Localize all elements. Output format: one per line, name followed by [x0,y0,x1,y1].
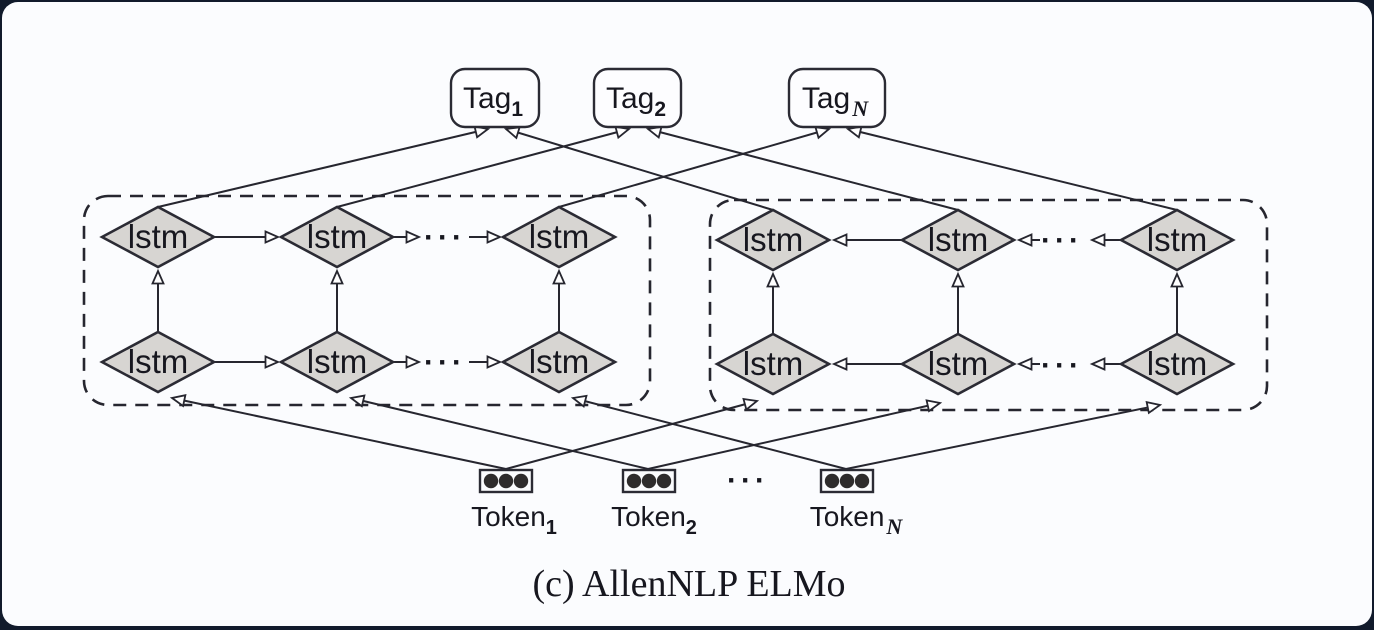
lstm-label: lstm [529,218,590,255]
lstm-label: lstm [529,343,590,380]
tag-node-2: Tag2 [592,67,683,129]
tag-1-label: Tag1 [463,82,523,121]
lstm-node: lstm [278,330,396,394]
lstm-node: lstm [99,330,217,394]
token-labels: Token1 Token2 TokenN [471,501,903,539]
token-embedding-1 [478,468,534,494]
embedding-dot [824,473,840,489]
lstm-node: lstm [1118,208,1236,272]
backward-lstm-nodes: lstm lstm lstm lstm lstm lstm ··· ··· [714,208,1236,396]
token-embedding-2 [621,468,677,494]
tag-n-label: TagN [802,82,869,121]
lstm-node: lstm [899,208,1017,272]
embedding-dot [854,473,870,489]
token-2-label: Token2 [611,501,697,539]
embedding-dot [656,473,672,489]
forward-bottom-ellipsis: ··· [424,346,466,379]
token-connections [169,394,1163,470]
backward-recurrence-arrows [831,233,1121,371]
tag-2-label: Tag2 [606,82,666,121]
embedding-dot [641,473,657,489]
token-embeddings: ··· [478,464,875,497]
lstm-node: lstm [278,205,396,269]
lstm-label: lstm [928,345,989,382]
lstm-node: lstm [500,330,618,394]
token-embedding-n [819,468,875,494]
lstm-label: lstm [1147,221,1208,258]
layer-arrows [151,268,1184,334]
lstm-label: lstm [128,343,189,380]
lstm-node: lstm [714,208,832,272]
backward-bottom-ellipsis: ··· [1041,349,1083,382]
tag-node-n: TagN [787,67,887,129]
forward-recurrence-arrows [214,230,503,369]
forward-top-ellipsis: ··· [424,221,466,254]
token-1-label: Token1 [471,501,557,539]
figure-caption: (c) AllenNLP ELMo [532,563,845,605]
lstm-node: lstm [714,332,832,396]
lstm-node: lstm [899,332,1017,396]
lstm-node: lstm [1118,332,1236,396]
lstm-node: lstm [500,205,618,269]
embedding-dot [626,473,642,489]
backward-top-ellipsis: ··· [1041,224,1083,257]
embedding-dot [498,473,514,489]
lstm-label: lstm [1147,345,1208,382]
tag-node-1: Tag1 [449,67,541,129]
forward-lstm-box [82,194,652,407]
tag-connections [157,125,1178,211]
lstm-label: lstm [307,218,368,255]
lstm-label: lstm [743,345,804,382]
lstm-node: lstm [99,205,217,269]
token-ellipsis: ··· [727,464,769,497]
backward-lstm-box [708,198,1269,412]
token-n-label: TokenN [810,501,904,539]
lstm-label: lstm [928,221,989,258]
embedding-dot [839,473,855,489]
forward-lstm-nodes: lstm lstm lstm lstm lstm lstm ··· ··· [99,205,618,394]
lstm-label: lstm [307,343,368,380]
lstm-label: lstm [743,221,804,258]
embedding-dot [483,473,499,489]
lstm-label: lstm [128,218,189,255]
tag-nodes: Tag1 Tag2 TagN [449,67,887,129]
embedding-dot [513,473,529,489]
